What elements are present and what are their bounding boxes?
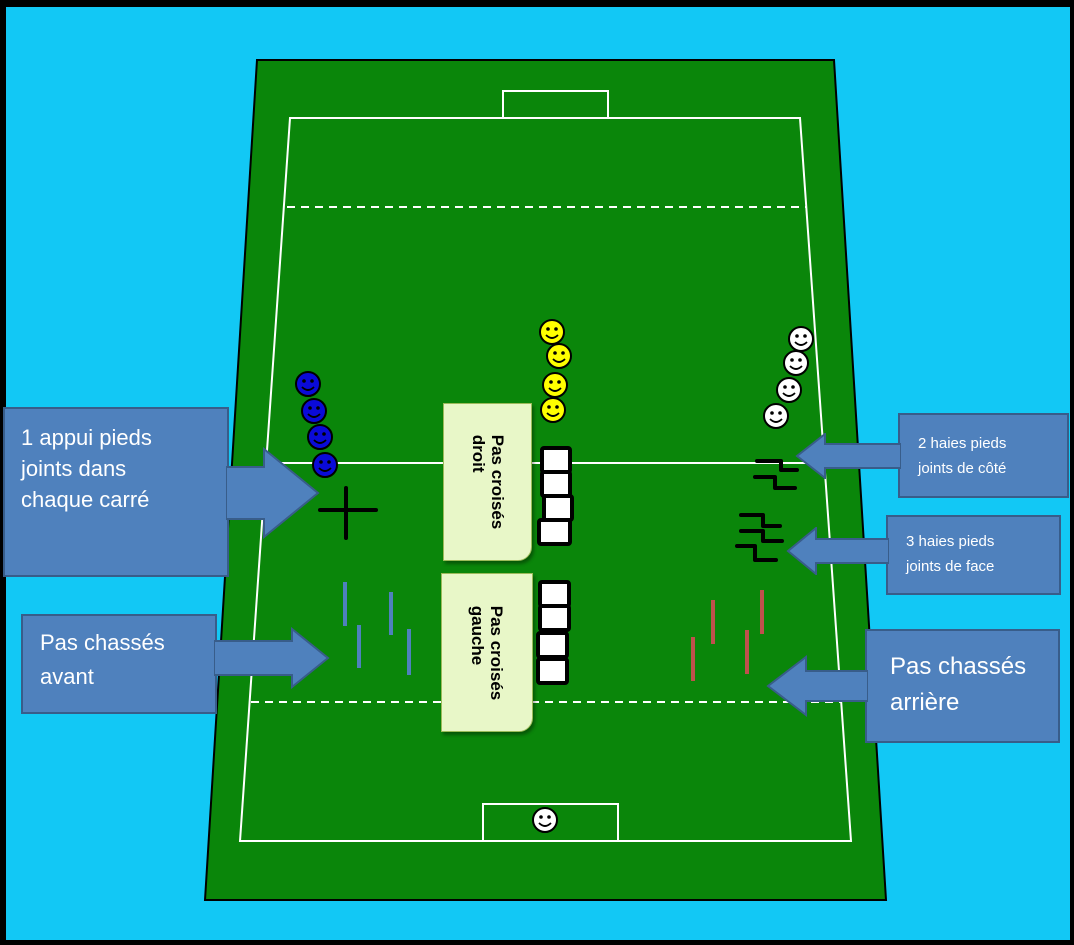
forward-shuffle-callout: Pas chassés avant xyxy=(21,614,217,714)
field-boundary-line xyxy=(238,117,853,842)
yellow-player-2-smiley-icon xyxy=(546,343,572,369)
front-hurdles-icon xyxy=(735,513,784,562)
forward-shuffle-text: Pas chassés avant xyxy=(40,630,165,689)
agility-squares-upper xyxy=(537,446,574,546)
backward-shuffle-callout: Pas chassés arrière xyxy=(865,629,1060,743)
crossover-right-note: Pas croisés droit xyxy=(443,403,532,561)
side-hurdles-callout: 2 haies pieds joints de côté xyxy=(898,413,1069,498)
blue-player-1-smiley-icon xyxy=(295,371,321,397)
front-hurdles-callout: 3 haies pieds joints de face xyxy=(886,515,1061,595)
agility-squares-lower xyxy=(536,580,571,685)
white-player-3-smiley-icon xyxy=(776,377,802,403)
white-player-4-smiley-icon xyxy=(763,403,789,429)
blue-player-3-smiley-icon xyxy=(307,424,333,450)
blue-player-2-smiley-icon xyxy=(301,398,327,424)
yellow-player-4-smiley-icon xyxy=(540,397,566,423)
joint-feet-text: 1 appui pieds joints dans chaque carré xyxy=(21,425,152,512)
goalkeeper-player-1-smiley-icon xyxy=(532,807,558,833)
yellow-player-1-smiley-icon xyxy=(539,319,565,345)
yellow-player-3-smiley-icon xyxy=(542,372,568,398)
side-hurdles-text: 2 haies pieds joints de côté xyxy=(918,435,1007,477)
white-player-2-smiley-icon xyxy=(783,350,809,376)
front-hurdles-arrow-icon xyxy=(786,527,889,575)
backward-shuffle-arrow-icon xyxy=(766,655,868,717)
top-goal-area xyxy=(502,90,609,118)
joint-feet-arrow-icon xyxy=(226,447,320,539)
backward-shuffle-text: Pas chassés arrière xyxy=(890,653,1027,716)
blue-player-4-smiley-icon xyxy=(312,452,338,478)
crossover-right-label: Pas croisés droit xyxy=(468,434,507,530)
backward-shuffle-hurdles xyxy=(691,590,764,681)
bottom-goal-area xyxy=(482,803,619,841)
front-hurdles-text: 3 haies pieds joints de face xyxy=(906,533,995,575)
white-player-1-smiley-icon xyxy=(788,326,814,352)
forward-shuffle-arrow-icon xyxy=(214,627,330,689)
side-hurdles-arrow-icon xyxy=(795,433,901,479)
crossover-left-note: Pas croisés gauche xyxy=(441,573,533,732)
side-hurdles-icon xyxy=(753,459,799,490)
forward-shuffle-hurdles xyxy=(343,582,411,675)
joint-feet-callout: 1 appui pieds joints dans chaque carré xyxy=(3,407,229,577)
cross-marker-icon xyxy=(318,486,378,540)
crossover-left-label: Pas croisés gauche xyxy=(468,605,506,700)
